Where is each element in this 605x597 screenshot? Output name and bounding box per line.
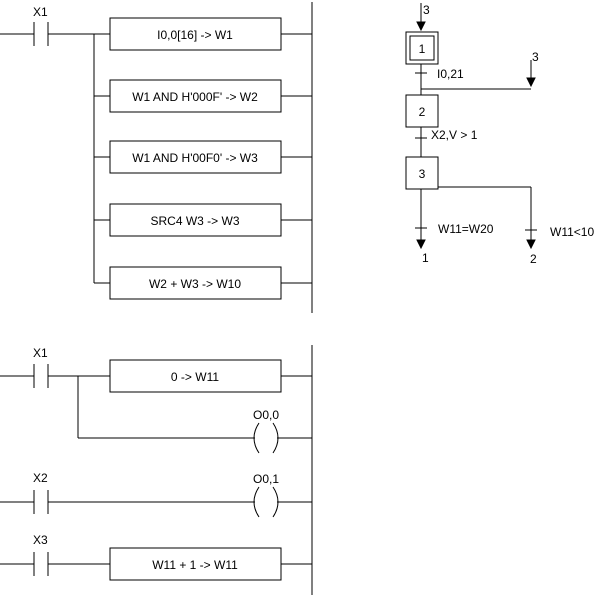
initial-step-label: 1	[419, 42, 426, 56]
contact-label-x2: X2	[33, 471, 48, 485]
jump-reference: 3	[532, 50, 539, 64]
transition-1-condition: I0,21	[437, 67, 464, 81]
operation-block-3-label: W1 AND H'00F0' -> W3	[132, 151, 258, 165]
entry-reference: 3	[423, 3, 430, 17]
ladder-diagram-bottom: X1 0 -> W11 O0,0 X2 O0,1 X3 W11 + 1 -> W…	[0, 345, 313, 595]
arrow-down-icon	[416, 239, 426, 250]
coil-o00-left	[253, 422, 260, 454]
contact-label-x1: X1	[33, 346, 48, 360]
coil-o01-left	[253, 486, 260, 518]
initial-step-inner	[409, 35, 435, 61]
arrow-down-icon	[416, 21, 426, 32]
operation-block-4-label: SRC4 W3 -> W3	[150, 214, 239, 228]
contact-label-x1: X1	[33, 5, 48, 19]
operation-block-2-label: W1 AND H'000F' -> W2	[132, 90, 258, 104]
transition-2-condition: X2,V > 1	[431, 128, 478, 142]
operation-block-5-label: W2 + W3 -> W10	[149, 277, 241, 291]
exit-reference-2: 2	[530, 252, 537, 266]
step-3	[405, 156, 439, 190]
exit-reference-1: 1	[422, 251, 429, 265]
ladder-diagram-top: X1 I0,0[16] -> W1 W1 AND H'000F' -> W2 W…	[0, 2, 313, 313]
initial-step-outer	[405, 31, 439, 65]
transition-3b-condition: W11<10	[550, 225, 594, 239]
grafcet-chart: 3 1 I0,21 3 2 X2,V > 1 3 W11=W20 1 W11<1…	[405, 3, 594, 266]
arrow-down-icon	[526, 239, 536, 250]
transition-3a-condition: W11=W20	[438, 222, 494, 236]
step-2	[405, 94, 439, 128]
operation-block-increment-label: W11 + 1 -> W11	[152, 558, 238, 572]
coil-label-o01: O0,1	[253, 472, 279, 486]
operation-block-1-label: I0,0[16] -> W1	[157, 28, 233, 42]
coil-label-o00: O0,0	[253, 408, 279, 422]
arrow-down-icon	[526, 77, 536, 88]
contact-label-x3: X3	[33, 533, 48, 547]
step-3-label: 3	[419, 167, 426, 181]
operation-block-reset-label: 0 -> W11	[171, 370, 219, 384]
step-2-label: 2	[419, 105, 426, 119]
